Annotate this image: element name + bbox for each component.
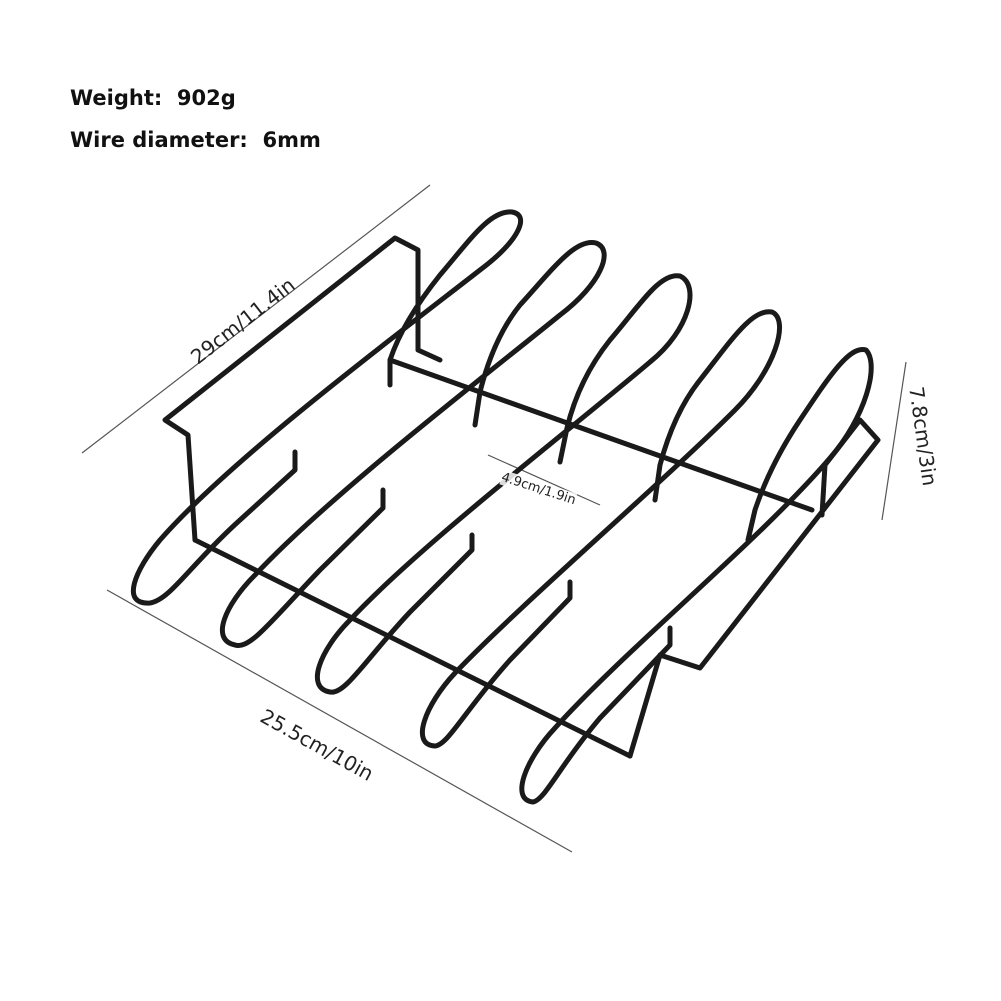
rack-loop-2 bbox=[219, 240, 607, 649]
wire-diameter-value: 6mm bbox=[262, 128, 321, 152]
dimension-lines bbox=[81, 184, 907, 853]
rack-loop-5 bbox=[519, 347, 874, 805]
right-end-frame bbox=[627, 417, 881, 759]
wire-diameter-label: Wire diameter: bbox=[70, 128, 248, 152]
wire-rack bbox=[130, 209, 881, 805]
wire-diameter-spec: Wire diameter: 6mm bbox=[70, 128, 321, 152]
left-end-frame bbox=[162, 235, 443, 543]
rack-loop-4 bbox=[419, 309, 782, 749]
length-dimension-line bbox=[81, 184, 431, 454]
weight-value: 902g bbox=[176, 86, 236, 110]
spacing-dimension-line bbox=[487, 454, 601, 506]
weight-spec: Weight: 902g bbox=[70, 86, 236, 110]
width-dimension-line bbox=[106, 589, 573, 853]
rack-loop-1 bbox=[130, 209, 524, 606]
front-rail bbox=[192, 537, 633, 759]
height-dimension-line bbox=[881, 361, 907, 521]
back-rail bbox=[387, 357, 815, 513]
rack-loop-3 bbox=[314, 273, 693, 695]
weight-label: Weight: bbox=[70, 86, 163, 110]
